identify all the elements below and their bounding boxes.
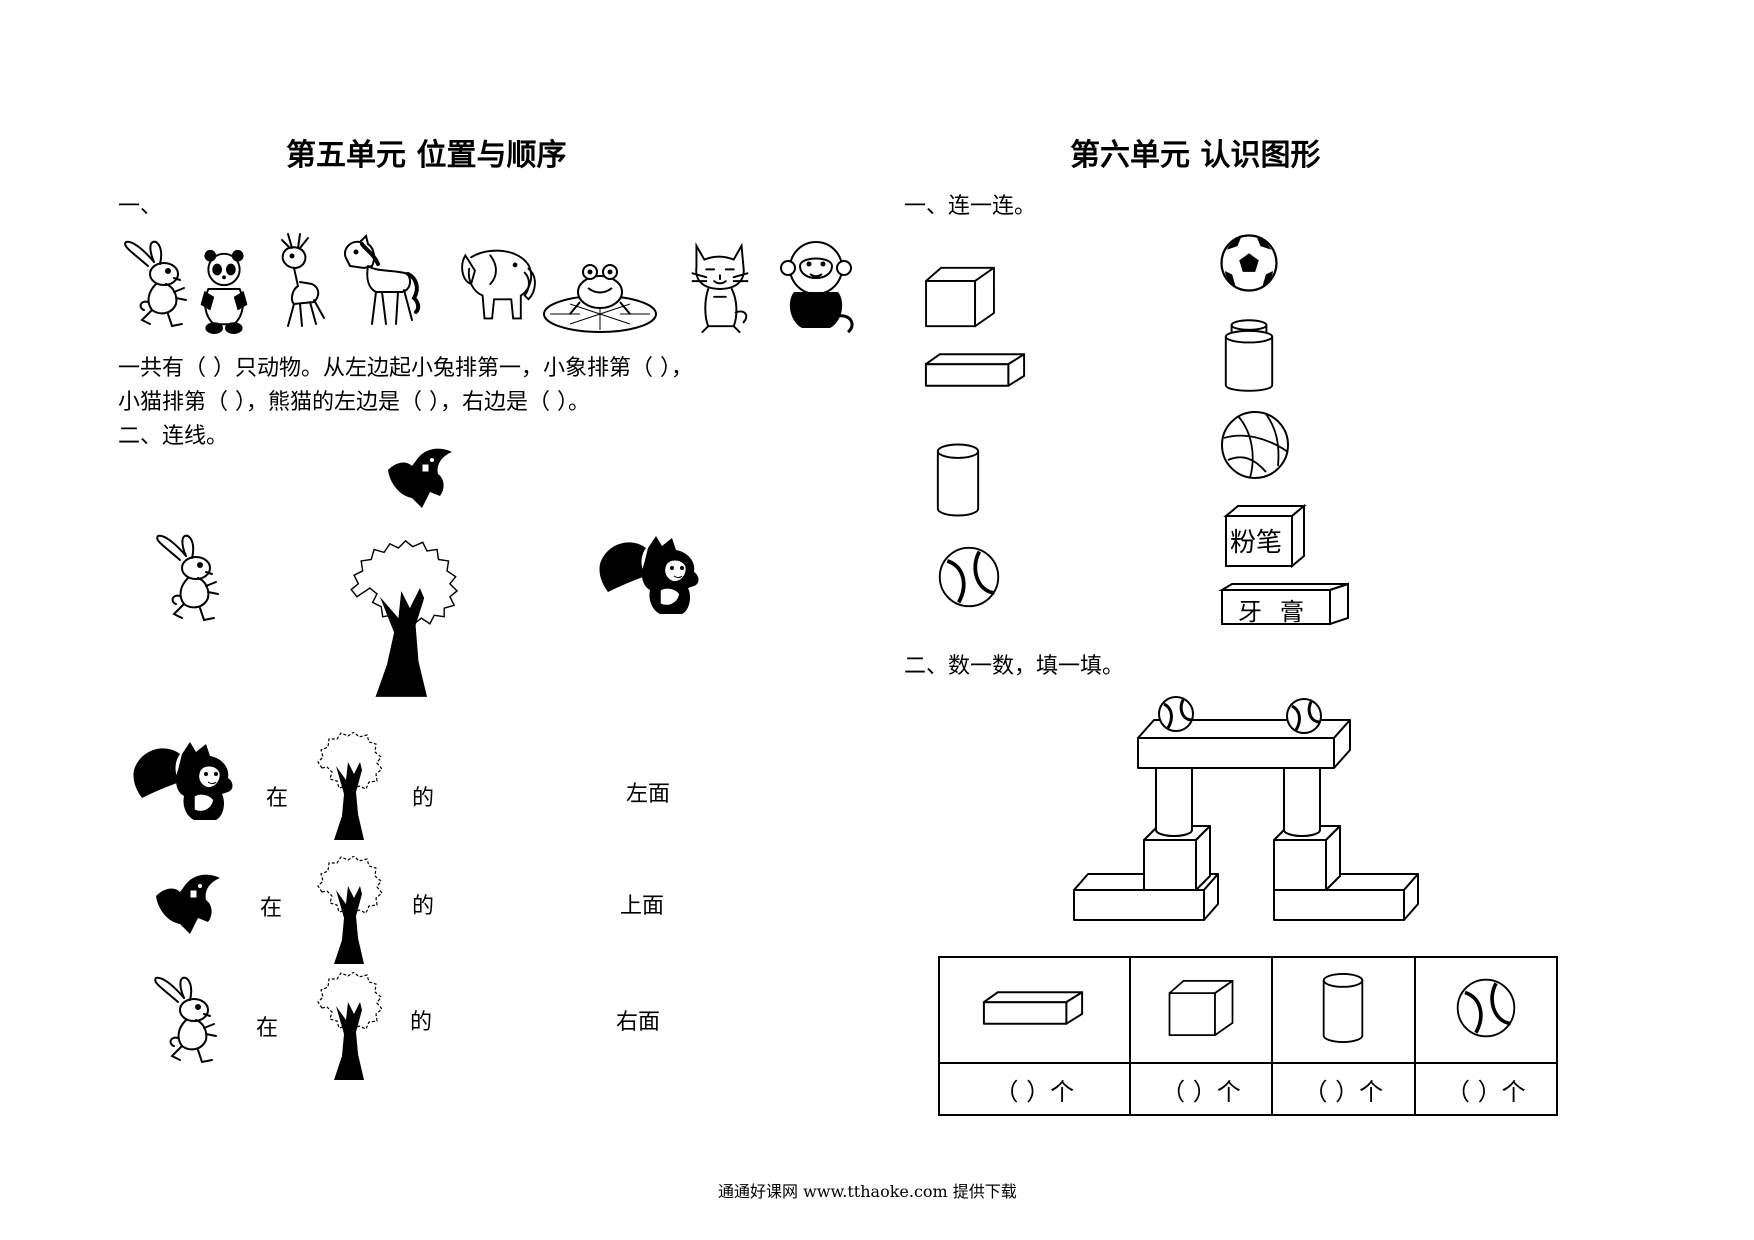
count-blank-cylinder[interactable]: （ ）个 <box>1271 1062 1416 1116</box>
zai-label: 在 <box>256 1016 279 1041</box>
monkey-icon <box>776 236 856 336</box>
squirrel-icon <box>596 530 706 620</box>
count-cell-cylinder <box>1271 956 1416 1064</box>
sphere-icon[interactable] <box>936 544 1002 610</box>
count-table: （ ）个 （ ）个 （ ）个 （ ）个 <box>938 956 1559 1116</box>
cuboid-icon[interactable] <box>922 350 1030 390</box>
count-cell-sphere <box>1413 956 1559 1064</box>
unit6-section1-label: 一、连一连。 <box>904 194 1037 219</box>
cylinder-icon <box>1320 970 1366 1046</box>
rabbit-icon <box>118 236 198 336</box>
deer-icon <box>264 228 334 332</box>
count-blank-cube[interactable]: （ ）个 <box>1128 1062 1274 1116</box>
frog-icon <box>540 256 660 336</box>
jar-icon[interactable] <box>1220 316 1278 396</box>
de-label: 的 <box>412 786 435 811</box>
soccer-ball-icon[interactable] <box>1218 232 1280 294</box>
zai-label: 在 <box>260 896 283 921</box>
panda-icon <box>194 246 254 334</box>
unit6-title: 第六单元 认识图形 <box>1070 138 1321 173</box>
position-left[interactable]: 左面 <box>626 782 671 807</box>
de-label: 的 <box>412 894 435 919</box>
rabbit-icon <box>148 972 228 1072</box>
fill-question-line2: 小猫排第（ ），熊猫的左边是（ ），右边是（ ）。 <box>118 390 590 415</box>
count-blank-cuboid[interactable]: （ ）个 <box>938 1062 1131 1116</box>
tree-icon <box>310 856 390 966</box>
count-cell-cuboid <box>938 956 1131 1064</box>
unit5-section2-label: 二、连线。 <box>118 424 229 449</box>
block-structure <box>1073 696 1419 921</box>
bird-icon <box>382 444 462 514</box>
tree-icon <box>312 518 502 704</box>
horse-icon <box>336 232 426 332</box>
chalk-box-icon <box>1223 503 1307 569</box>
bird-icon <box>150 870 230 940</box>
de-label: 的 <box>410 1010 433 1035</box>
position-above[interactable]: 上面 <box>620 894 665 919</box>
squirrel-icon <box>130 736 240 826</box>
zai-label: 在 <box>266 786 289 811</box>
position-right[interactable]: 右面 <box>616 1010 661 1035</box>
cube-icon[interactable] <box>922 264 998 330</box>
cylinder-icon[interactable] <box>934 440 982 520</box>
cube-icon <box>1166 977 1236 1039</box>
toothpaste-label: 牙膏 <box>1238 598 1322 626</box>
unit5-section1-label: 一、 <box>118 194 163 219</box>
footer-credit: 通通好课网 www.tthaoke.com 提供下载 <box>718 1182 1017 1201</box>
elephant-icon <box>452 242 538 328</box>
cat-icon <box>684 238 754 336</box>
fill-question-line1: 一共有（ ）只动物。从左边起小兔排第一，小象排第（ ）， <box>118 356 693 381</box>
toothpaste-box-icon <box>1218 582 1349 626</box>
tree-icon <box>310 972 390 1082</box>
unit6-section2-label: 二、数一数，填一填。 <box>904 654 1125 679</box>
cuboid-icon <box>980 988 1088 1028</box>
count-blank-sphere[interactable]: （ ）个 <box>1413 1062 1559 1116</box>
sphere-icon <box>1454 976 1518 1040</box>
unit5-title: 第五单元 位置与顺序 <box>286 138 567 173</box>
rabbit-icon <box>150 530 230 630</box>
count-cell-cube <box>1128 956 1274 1064</box>
chalk-label: 粉笔 <box>1230 528 1283 558</box>
basketball-icon[interactable] <box>1218 408 1292 482</box>
tree-icon <box>310 732 390 842</box>
